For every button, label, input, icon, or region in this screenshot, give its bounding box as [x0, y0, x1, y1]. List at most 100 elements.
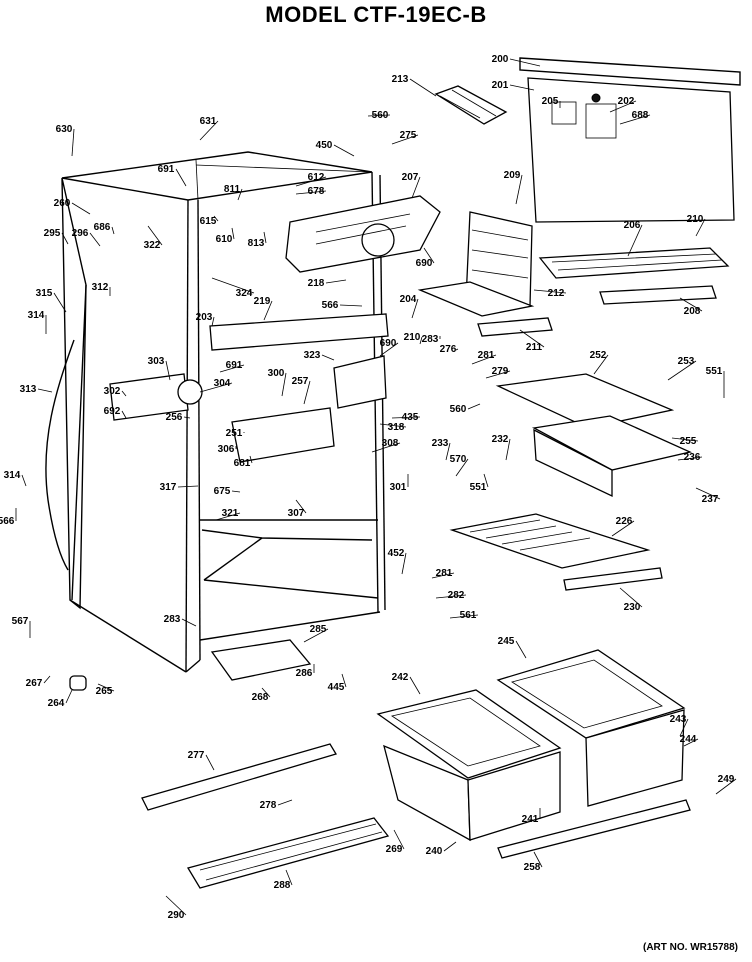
callout-leader-256	[183, 416, 191, 419]
callout-630: 630	[56, 124, 73, 135]
callout-leader-314	[21, 474, 27, 487]
callout-leader-243	[679, 718, 689, 737]
callout-615: 615	[200, 216, 217, 227]
callout-213: 213	[392, 74, 409, 85]
callout-leader-265	[97, 683, 115, 692]
callout-243: 243	[670, 714, 687, 725]
callout-307: 307	[288, 508, 305, 519]
callout-204: 204	[400, 294, 417, 305]
callout-leader-201	[509, 84, 535, 91]
callout-256: 256	[166, 412, 183, 423]
callout-leader-315	[53, 292, 67, 313]
callout-560: 560	[450, 404, 467, 415]
callout-leader-615	[213, 215, 219, 222]
callout-251: 251	[226, 428, 243, 439]
callout-leader-308	[371, 442, 401, 453]
callout-295: 295	[44, 228, 61, 239]
callout-leader-686	[111, 226, 115, 235]
cabinet	[61, 151, 386, 673]
callout-566: 566	[322, 300, 339, 311]
callout-691: 691	[158, 164, 175, 175]
callout-242: 242	[392, 672, 409, 683]
callout-209: 209	[504, 170, 521, 181]
callout-315: 315	[36, 288, 53, 299]
callout-leader-560	[467, 403, 481, 410]
callout-leader-281	[431, 572, 455, 579]
callout-leader-209	[515, 174, 523, 205]
callout-207: 207	[402, 172, 419, 183]
callout-leader-208	[679, 297, 703, 312]
callout-321: 321	[222, 508, 239, 519]
callout-leader-317	[177, 485, 199, 488]
callout-275: 275	[400, 130, 417, 141]
callout-281: 281	[478, 350, 495, 361]
callout-leader-244	[683, 738, 699, 747]
callout-leader-811	[237, 188, 243, 201]
callout-leader-288	[285, 869, 293, 886]
callout-leader-236	[677, 456, 703, 461]
callout-551: 551	[706, 366, 723, 377]
callout-leader-690	[379, 342, 399, 357]
callout-leader-260	[71, 202, 91, 215]
callout-678: 678	[308, 186, 325, 197]
callout-566: 566	[0, 516, 15, 527]
callout-leader-257	[303, 380, 311, 405]
callout-leader-691	[219, 364, 245, 373]
callout-leader-321	[215, 512, 241, 521]
callout-267: 267	[26, 678, 43, 689]
callout-300: 300	[268, 368, 285, 379]
callout-leader-307	[295, 499, 307, 514]
callout-690: 690	[416, 258, 433, 269]
callout-leader-204	[411, 298, 419, 319]
callout-219: 219	[254, 296, 271, 307]
crisper-drawers	[376, 649, 686, 842]
shelf-226	[449, 513, 663, 591]
meat-pan	[495, 373, 693, 498]
callout-leader-210	[419, 336, 423, 345]
freezer-shelf-212	[417, 211, 553, 337]
callout-leader-240	[443, 841, 457, 852]
callout-leader-211	[519, 329, 545, 348]
callout-leader-435	[391, 416, 421, 419]
callout-leader-269	[393, 829, 405, 850]
callout-314: 314	[28, 310, 45, 321]
callout-leader-233	[445, 442, 451, 461]
callout-277: 277	[188, 750, 205, 761]
drain-tube	[45, 339, 75, 571]
callout-681: 681	[234, 458, 251, 469]
evaporator-housing	[285, 195, 441, 273]
callout-303: 303	[148, 356, 165, 367]
callout-leader-313	[37, 388, 53, 393]
callout-612: 612	[308, 172, 325, 183]
callout-leader-203	[211, 316, 215, 327]
callout-218: 218	[308, 278, 325, 289]
callout-leader-681	[249, 455, 253, 464]
callout-leader-264	[65, 689, 73, 704]
callout-leader-813	[263, 231, 267, 244]
callout-314: 314	[4, 470, 21, 481]
callout-450: 450	[316, 140, 333, 151]
callout-232: 232	[492, 434, 509, 445]
callout-245: 245	[498, 636, 515, 647]
callout-leader-207	[411, 176, 421, 199]
freezer-shelf-206	[538, 247, 730, 305]
callout-312: 312	[92, 282, 109, 293]
callout-813: 813	[248, 238, 265, 249]
callout-leader-242	[409, 676, 421, 695]
callout-leader-304	[199, 382, 233, 393]
callout-leader-285	[303, 628, 329, 643]
callout-leader-230	[619, 587, 643, 608]
callout-304: 304	[214, 378, 231, 389]
callout-323: 323	[304, 350, 321, 361]
callout-560: 560	[372, 110, 389, 121]
callout-205: 205	[542, 96, 559, 107]
callout-leader-570	[455, 458, 469, 477]
callout-leader-318	[379, 423, 407, 428]
diagram-title: MODEL CTF-19EC-B	[265, 2, 487, 27]
callout-264: 264	[48, 698, 65, 709]
callout-208: 208	[684, 306, 701, 317]
callout-269: 269	[386, 844, 403, 855]
callout-leader-302	[121, 390, 127, 397]
callout-211: 211	[526, 342, 543, 353]
callout-230: 230	[624, 602, 641, 613]
